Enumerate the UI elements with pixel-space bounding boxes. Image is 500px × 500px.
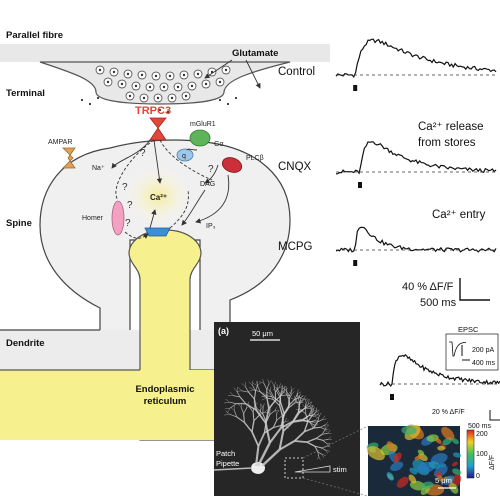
- trace-line: [335, 226, 497, 253]
- stimulus-marker: [358, 182, 362, 188]
- inset-panel: (a) 50 μm Patch Pipette stim EPSC 200 pA…: [213, 322, 500, 497]
- scale-y-label: 40 % ΔF/F: [402, 281, 454, 293]
- homer-label: Homer: [82, 215, 104, 222]
- question-mark: ?: [122, 182, 128, 193]
- mcpg-trace: [335, 226, 497, 266]
- parallel-fibre-axon: [0, 44, 330, 62]
- release-label-line1: Ca²⁺ release: [418, 121, 484, 133]
- mglur1-icon: [189, 129, 211, 147]
- trace-line: [379, 353, 500, 388]
- cbar-min-label: 0: [476, 473, 480, 480]
- glutamate-vesicles: [80, 65, 238, 114]
- zoomed-calcium-signal: [366, 424, 462, 496]
- patch-label-line2: Pipette: [216, 459, 239, 468]
- er-label-line2: reticulum: [144, 396, 187, 407]
- trace-panel: Control CNQX MCPG Ca²⁺ release from stor…: [278, 38, 497, 309]
- question-mark: ?: [125, 218, 131, 229]
- inset-scale-x-label: 500 ms: [468, 423, 491, 430]
- ip3-receptor-icon: [144, 227, 171, 237]
- parallel-fibre-label: Parallel fibre: [6, 30, 63, 41]
- control-label: Control: [278, 66, 315, 78]
- plc-beta-icon: [221, 157, 243, 173]
- patch-label-line1: Patch: [216, 449, 235, 458]
- er-label-line1: Endoplasmic: [135, 384, 194, 395]
- inset-scale-y-label: 20 % ΔF/F: [432, 409, 465, 416]
- stim-label: stim: [333, 465, 347, 474]
- zoom-scale-label: 5 μm: [435, 476, 452, 485]
- trace-line: [335, 38, 497, 79]
- control-trace: [335, 38, 497, 91]
- epsc-label: EPSC: [458, 325, 479, 334]
- inset-panel-label: (a): [218, 326, 229, 336]
- scale-bar: [459, 278, 490, 301]
- entry-label: Ca²⁺ entry: [432, 209, 486, 221]
- cbar-max-label: 200: [476, 431, 488, 438]
- image-scale-label: 50 μm: [252, 329, 273, 338]
- dag-label: DAG: [200, 181, 215, 188]
- ip3-label: IP₃: [206, 223, 216, 230]
- scale-x-label: 500 ms: [420, 297, 457, 309]
- stimulus-marker: [353, 260, 358, 266]
- na-label: Na⁺: [92, 165, 105, 172]
- plc-label: PLCβ: [246, 155, 264, 162]
- cnqx-label: CNQX: [278, 161, 312, 173]
- glutamate-label: Glutamate: [232, 48, 278, 59]
- epsc-time-label: 400 ms: [472, 360, 495, 367]
- epsc-amp-label: 200 pA: [472, 347, 495, 354]
- stim-pipette: [294, 465, 331, 473]
- dendrite-label: Dendrite: [6, 338, 45, 349]
- trpc3-label: TRPC3: [135, 105, 171, 117]
- trpc3-channel-icon: [149, 117, 167, 141]
- ampar-label: AMPAR: [48, 139, 72, 146]
- release-label-line2: from stores: [418, 137, 476, 149]
- purkinje-neuron: [213, 379, 333, 474]
- question-mark: ?: [208, 164, 214, 175]
- spine-label: Spine: [6, 218, 32, 229]
- homer-icon: [111, 200, 125, 236]
- question-mark: ?: [140, 148, 146, 159]
- ampar-icon: [62, 147, 76, 169]
- cnqx-trace: [335, 141, 497, 188]
- mcpg-label: MCPG: [278, 241, 313, 253]
- mglur1-label: mGluR1: [190, 121, 216, 128]
- color-bar: [466, 429, 475, 479]
- trace-line: [335, 141, 497, 175]
- stimulus-marker: [390, 394, 394, 400]
- terminal-label: Terminal: [6, 88, 45, 99]
- imaging-roi: [284, 457, 304, 479]
- cbar-mid-label: 100: [476, 451, 488, 458]
- cbar-unit-label: ΔF/F: [489, 455, 496, 470]
- galpha-q-icon: [176, 148, 194, 162]
- calcium-glow: [126, 168, 190, 224]
- signaling-arrows: [111, 139, 230, 239]
- question-mark: ?: [127, 200, 133, 211]
- ca-label: Ca²⁺: [150, 193, 167, 202]
- inset-trace: [379, 353, 500, 400]
- galpha-label: Gα: [214, 141, 224, 148]
- stimulus-marker: [353, 85, 358, 91]
- q-label: q: [182, 153, 186, 160]
